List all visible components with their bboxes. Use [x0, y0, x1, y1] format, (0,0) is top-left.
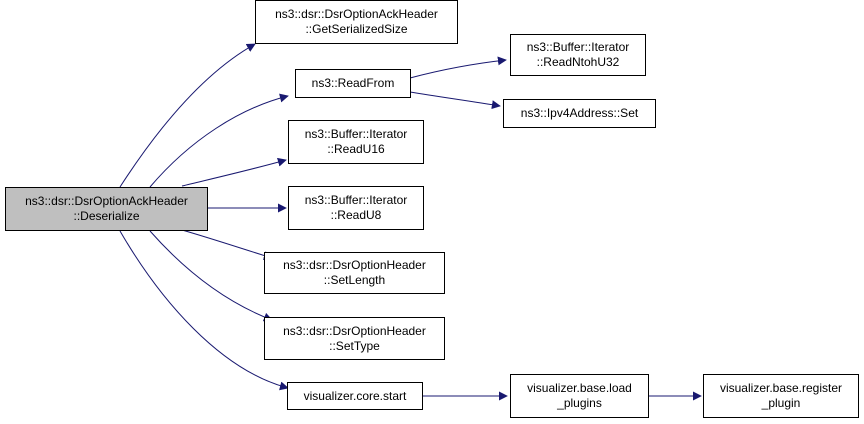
node-load-plugins[interactable]: visualizer.base.load _plugins: [510, 374, 649, 418]
node-set-length[interactable]: ns3::dsr::DsrOptionHeader ::SetLength: [264, 252, 445, 294]
node-label-line1: ns3::Ipv4Address::Set: [520, 106, 639, 120]
node-label-line2: ::ReadNtohU32: [536, 55, 620, 69]
node-label-line1: ns3::dsr::DsrOptionHeader: [283, 258, 426, 272]
node-label-line2: _plugin: [761, 396, 801, 410]
node-label-line1: visualizer.core.start: [303, 388, 407, 403]
node-get-serialized-size[interactable]: ns3::dsr::DsrOptionAckHeader ::GetSerial…: [255, 0, 458, 44]
node-label-line1: ns3::dsr::DsrOptionAckHeader: [25, 194, 188, 208]
node-register-plugin[interactable]: visualizer.base.register _plugin: [703, 374, 859, 418]
node-label-line2: ::SetLength: [323, 273, 386, 287]
edge-read-from-to-read-ntoh-u32: [409, 56, 507, 79]
node-ipv4-set[interactable]: ns3::Ipv4Address::Set: [503, 99, 656, 128]
edge-root-to-read-from: [149, 93, 289, 188]
node-label-line2: ::Deserialize: [73, 209, 140, 223]
node-root-deserialize: ns3::dsr::DsrOptionAckHeader ::Deseriali…: [5, 187, 208, 231]
node-label-line2: ::ReadU16: [327, 142, 385, 156]
edge-root-to-set-type: [149, 230, 273, 322]
node-label-line2: ::GetSerializedSize: [305, 22, 408, 36]
node-set-type[interactable]: ns3::dsr::DsrOptionHeader ::SetType: [264, 317, 445, 360]
node-label-line1: ns3::ReadFrom: [311, 76, 395, 90]
node-label-line2: ::ReadU8: [330, 208, 382, 222]
node-label-line1: ns3::dsr::DsrOptionAckHeader: [275, 7, 438, 21]
edge-root-to-core-start: [119, 230, 289, 391]
node-label-line1: ns3::Buffer::Iterator: [304, 193, 408, 207]
node-read-ntoh-u32[interactable]: ns3::Buffer::Iterator ::ReadNtohU32: [510, 34, 646, 76]
node-label-line2: _plugins: [557, 396, 602, 410]
node-core-start[interactable]: visualizer.core.start: [287, 382, 423, 410]
node-read-from[interactable]: ns3::ReadFrom: [295, 69, 411, 98]
node-read-u8[interactable]: ns3::Buffer::Iterator ::ReadU8: [288, 186, 424, 230]
node-label-line1: ns3::Buffer::Iterator: [304, 127, 408, 141]
edge-root-to-set-length: [181, 229, 273, 260]
node-label-line1: ns3::dsr::DsrOptionHeader: [283, 323, 426, 338]
node-label-line2: ::SetType: [329, 338, 380, 353]
edge-root-to-read-u16: [181, 157, 287, 187]
edge-read-from-to-ipv4-set: [409, 91, 501, 110]
edge-root-to-get-serialized-size: [119, 43, 256, 188]
node-read-u16[interactable]: ns3::Buffer::Iterator ::ReadU16: [288, 120, 424, 164]
node-label-line1: visualizer.base.load: [527, 381, 632, 395]
node-label-line1: ns3::Buffer::Iterator: [526, 40, 630, 54]
node-label-line1: visualizer.base.register: [719, 381, 843, 395]
